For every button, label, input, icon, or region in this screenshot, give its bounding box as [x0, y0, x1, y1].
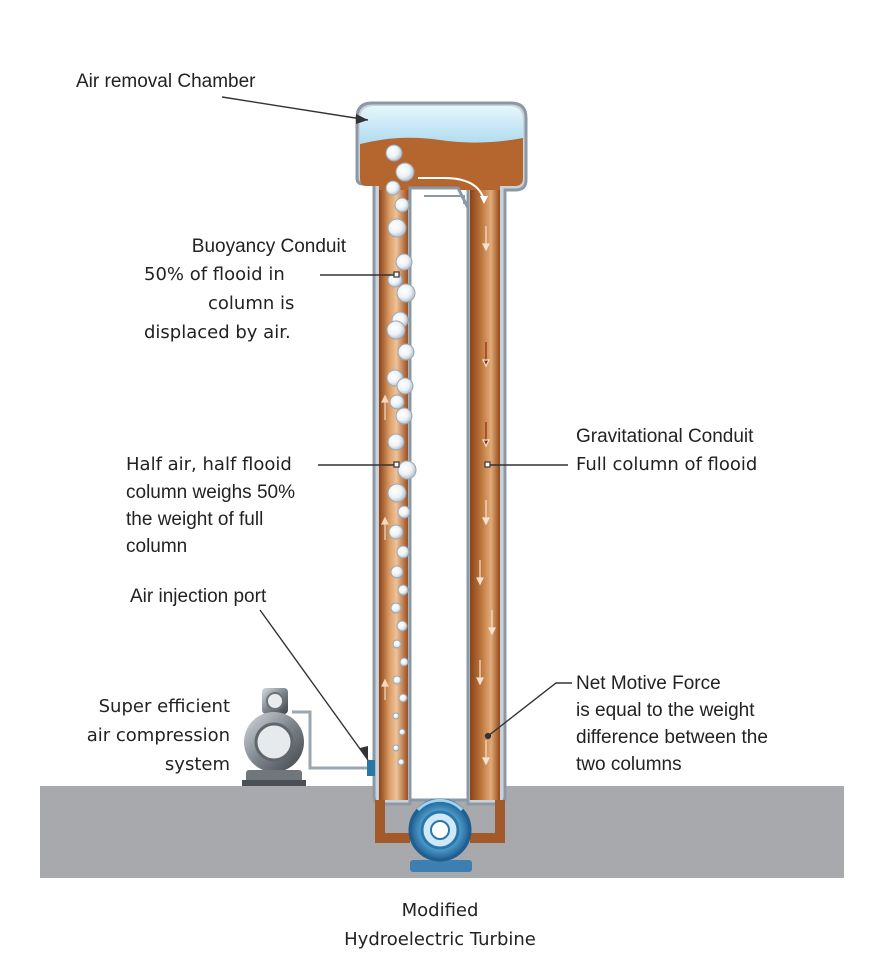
- net-force-line-4: two columns: [576, 754, 682, 775]
- air-removal-chamber: [360, 106, 523, 148]
- buoyancy-line-4: displaced by air.: [144, 322, 291, 343]
- gravitational-title: Gravitational Conduit: [576, 426, 754, 447]
- down-flow-arrows: [476, 226, 496, 766]
- injection-arrowhead: [360, 746, 368, 760]
- air-chamber-arrowhead: [356, 114, 368, 124]
- buoyancy-title: Buoyancy Conduit: [191, 236, 346, 257]
- gravitational-conduit: [470, 190, 500, 800]
- half-air-label: Half air, half flooid column weighs 50% …: [126, 450, 295, 560]
- inner-baffle: [408, 186, 470, 802]
- gravitational-line-2: Full column of flooid: [576, 454, 758, 475]
- compressor-line-2: air compression: [86, 725, 230, 746]
- compressor-line-3: system: [164, 754, 230, 775]
- air-supply-line: [292, 710, 370, 770]
- buoyancy-line-2: 50% of flooid in: [144, 264, 285, 285]
- leader-dots: [393, 271, 492, 740]
- air-removal-chamber-label: Air removal Chamber: [76, 71, 256, 92]
- turbine-line-2: Hydroelectric Turbine: [344, 929, 536, 950]
- half-air-line-4: column: [126, 536, 188, 557]
- net-motive-force-label: Net Motive Force is equal to the weight …: [576, 670, 768, 778]
- turbine-label: Modified Hydroelectric Turbine: [310, 896, 570, 954]
- leader-lines: [221, 96, 572, 761]
- half-air-line-3: the weight of full: [126, 509, 264, 530]
- air-compressor: [242, 688, 306, 786]
- half-air-line-1: Half air, half flooid: [126, 454, 292, 475]
- net-force-line-3: difference between the: [576, 727, 768, 748]
- turbine-inlet-pipes: [375, 800, 505, 843]
- up-flow-arrows: [381, 394, 389, 700]
- air-injection-valve: [367, 760, 375, 776]
- half-air-line-2: column weighs 50%: [126, 482, 295, 503]
- net-force-line-2: is equal to the weight: [576, 700, 755, 721]
- buoyancy-conduit-label: Buoyancy Conduit 50% of flooid in column…: [110, 233, 346, 347]
- hydroelectric-turbine: [408, 798, 472, 872]
- compressor-line-1: Super efficient: [98, 696, 230, 717]
- net-force-title: Net Motive Force: [576, 673, 721, 694]
- top-flow-arrow: [418, 177, 485, 201]
- turbine-line-1: Modified: [401, 900, 479, 921]
- gravitational-conduit-label: Gravitational Conduit Full column of flo…: [576, 423, 757, 479]
- air-bubbles: [385, 144, 417, 766]
- compressor-label: Super efficient air compression system: [40, 692, 230, 779]
- buoyancy-line-3: column is: [208, 293, 295, 314]
- air-injection-port-label: Air injection port: [130, 586, 267, 607]
